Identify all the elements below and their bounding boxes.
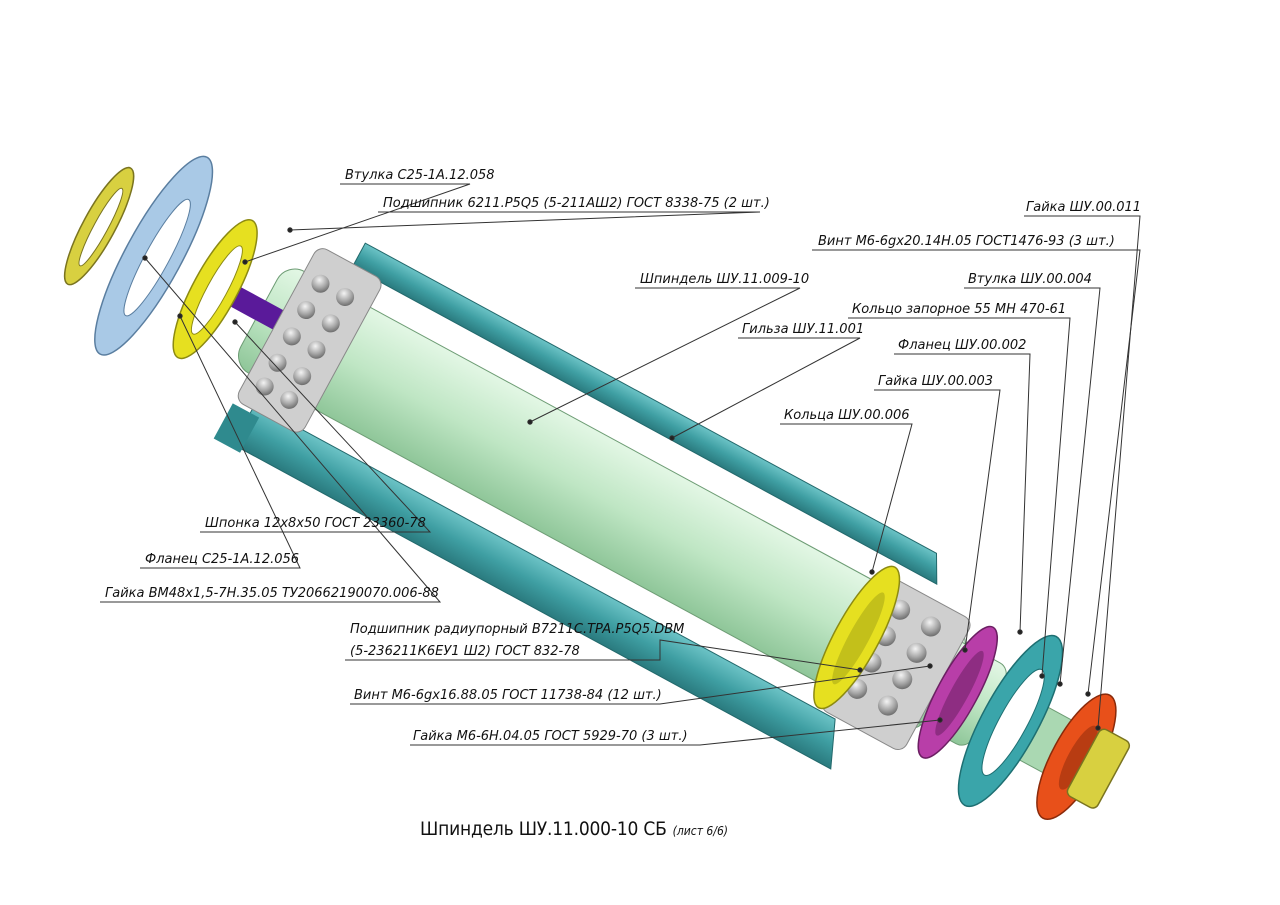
leader-dot [869,569,875,575]
leader-line [100,257,442,603]
leader-dot [242,259,248,265]
drawing-title-main: Шпиндель ШУ.11.000-10 СБ [420,818,667,840]
bearing-ball [280,390,299,409]
front-yellow-ring-bore [832,592,885,685]
callout-screw-m6-16: Винт М6-6gх16.88.05 ГОСТ 11738-84 (12 шт… [354,688,662,703]
drawing-title: Шпиндель ШУ.11.000-10 СБ (лист 6/6) [420,818,728,840]
leader-line [812,249,1141,695]
callout-angular-bearing-1: Подшипник радиупорный В7211С.TPA.P5Q5.DB… [350,622,685,637]
leader-dot [142,255,148,261]
leader-dot [1017,629,1023,635]
bearing-ball [293,367,312,386]
leader-line [874,389,1001,651]
leader-line [529,287,801,423]
callout-spindle-shaft: Шпиндель ШУ.11.009-10 [640,272,810,287]
leader-dot [1095,725,1101,731]
leader-line [140,315,301,569]
rear-yellow-ring-bore [190,245,243,335]
leader-dot [1085,691,1091,697]
callout-bushing-c25: Втулка С25-1А.12.058 [345,168,495,183]
callout-nut-m6: Гайка М6-6Н.04.05 ГОСТ 5929-70 (3 шт.) [413,729,688,744]
rear-blue-flange-bore [123,198,191,317]
leader-dot [927,663,933,669]
callout-lock-ring: Кольцо запорное 55 МН 470-61 [852,302,1067,317]
orange-flange-bore [1058,725,1098,790]
callout-rings-shu006: Кольца ШУ.00.006 [784,408,910,423]
bearing-ball [906,642,927,663]
rear-lock-nut-bore [78,187,124,267]
callout-nut-shu011: Гайка ШУ.00.011 [1026,200,1142,215]
bearing-ball [307,340,326,359]
leader-dot [1039,673,1045,679]
leader-line [200,321,432,533]
leader-dot [232,319,238,325]
leader-dot [177,313,183,319]
leader-line [848,317,1071,677]
bearing-ball [268,353,287,372]
bearing-ball [336,288,355,307]
leader-dot [1057,681,1063,687]
leader-line [244,183,471,263]
housing-lower-face [213,403,260,453]
callout-bushing-shu004: Втулка ШУ.00.004 [968,272,1092,287]
leader-dot [857,667,863,673]
leader-dot [287,227,293,233]
callout-angular-bearing-2: (5-236211К6ЕУ1 Ш2) ГОСТ 832-78 [350,644,580,659]
leader-dot [962,647,968,653]
end-nut [1066,728,1131,809]
callout-key: Шпонка 12х8х50 ГОСТ 23360-78 [205,516,426,531]
callout-sleeve: Гильза ШУ.11.001 [742,322,865,337]
leader-dot [669,435,675,441]
bearing-ball [892,669,913,690]
leader-line [894,353,1031,633]
bearing-ball [311,274,330,293]
teal-flange-bore [981,668,1045,776]
magenta-ring-bore [935,650,984,736]
leader-line [780,423,913,573]
bearing-ball [282,327,301,346]
bearing-ball [877,695,898,716]
callout-nut-vm48: Гайка ВМ48х1,5-7Н.35.05 ТУ20662190070.00… [105,586,439,601]
leader-line [410,719,941,746]
bearing-ball [920,616,941,637]
leader-dot [937,717,943,723]
housing-upper-wall [351,242,938,586]
leader-line [964,287,1101,685]
bearing-ball [321,314,340,333]
drawing-sheet-number: (лист 6/6) [672,824,729,838]
leader-line [350,665,931,705]
bearing-ball [297,301,316,320]
leader-line [1024,215,1141,729]
leader-dot [527,419,533,425]
callout-flange-shu002: Фланец ШУ.00.002 [898,338,1027,353]
callout-bearing-6211: Подшипник 6211.P5Q5 (5-211АШ2) ГОСТ 8338… [383,196,770,211]
callout-nut-shu003: Гайка ШУ.00.003 [878,374,994,389]
callout-flange-c25: Фланец С25-1А.12.056 [145,552,300,567]
leader-line [345,639,861,671]
callout-screw-m6-20: Винт М6-6gх20.14Н.05 ГОСТ1476-93 (3 шт.) [818,234,1115,249]
bearing-ball [255,377,274,396]
leader-line [671,337,861,439]
leader-line [289,211,761,231]
